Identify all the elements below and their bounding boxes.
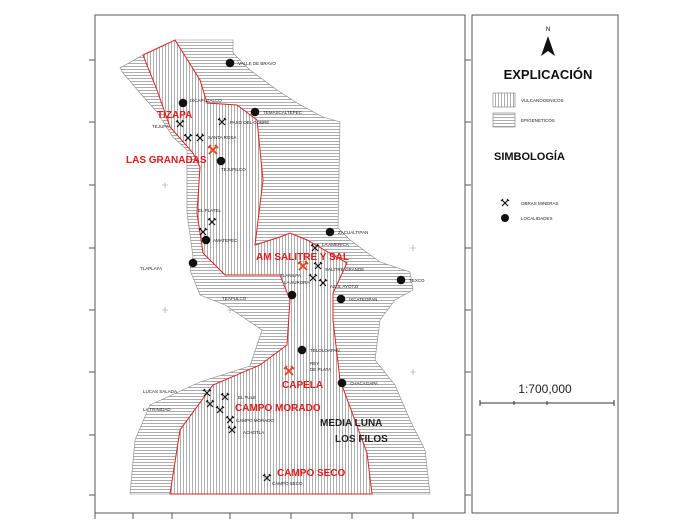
mine-label: SALITRE GRANDE [325, 267, 364, 272]
mine-label: LA TRINIDAD [143, 407, 171, 412]
grid-cross [410, 245, 416, 251]
localidades-label: LOCALIDADES [521, 216, 553, 221]
mine-label: LUCAS SALADA [143, 389, 177, 394]
symbology-title: SIMBOLOGÍA [494, 150, 565, 163]
district-label: CAMPO MORADO [235, 403, 321, 414]
locality-label: TEMASCALTEPEC [263, 110, 303, 115]
locality-marker[interactable] [178, 98, 188, 108]
mine-label: ACHOTLA [243, 430, 264, 435]
locality-marker[interactable] [297, 345, 307, 355]
district-label: CAPELA [282, 380, 323, 391]
district-label: CAMPO SECO [277, 468, 346, 479]
locality-label: TEAPULCO [222, 296, 247, 301]
mine-label: PASO DEL COBRE [230, 120, 269, 125]
locality-marker[interactable] [188, 258, 198, 268]
district-label: TIZAPA [157, 110, 192, 121]
epigeneticos-swatch [492, 112, 516, 128]
locality-marker[interactable] [325, 227, 335, 237]
mine-label: CAMPO SECO [272, 481, 303, 486]
locality-label: VALLE DE BRAVO [238, 61, 276, 66]
locality-marker[interactable] [250, 107, 260, 117]
locality-label: TEXCO [409, 278, 425, 283]
locality-marker[interactable] [396, 275, 406, 285]
locality-label: TEJUPILCO [221, 167, 246, 172]
mine-label: SANTA ROSA [208, 135, 236, 140]
mine-label: TEJUPA [152, 124, 169, 129]
scale-bar [479, 400, 615, 406]
vulcanogenicos-swatch [492, 92, 516, 108]
mine-label: DE PLATA [310, 367, 331, 372]
scale-label: 1:700,000 [518, 382, 572, 396]
locality-label: ZACUALTIPAN [338, 230, 368, 235]
district-label: AM SALITRE Y SAL [256, 252, 349, 263]
locality-marker[interactable] [216, 156, 226, 166]
vulcanogenicos-zone [142, 39, 373, 495]
vulcanogenicos-label: VULCANOGENICOS [521, 98, 564, 103]
locality-marker[interactable] [225, 58, 235, 68]
locality-label: CHACAGAPA [350, 381, 378, 386]
locality-label: IXCATEOPAN [349, 297, 377, 302]
grid-cross [410, 369, 416, 375]
locality-label: TELOLOAPAN [310, 348, 340, 353]
mine-label: CAMPO MORADO [236, 418, 275, 423]
north-arrow-icon [541, 36, 555, 56]
coordinate-ticks [89, 59, 471, 519]
locality-label: AMATEPEC [213, 238, 238, 243]
locality-symbol-icon [501, 214, 509, 222]
grid-cross [162, 307, 168, 313]
legend-panel [471, 14, 619, 514]
legend-title: EXPLICACIÓN [504, 67, 593, 82]
mine-label: EL TULE [238, 395, 256, 400]
north-label: N [546, 27, 550, 33]
locality-marker[interactable] [201, 235, 211, 245]
locality-marker[interactable] [287, 290, 297, 300]
mine-label: REY [310, 361, 319, 366]
mine-label: TLANILPA [280, 273, 301, 278]
epigeneticos-label: EPIGENETICOS [521, 118, 555, 123]
mine-label: AZUL AYOTZI [330, 284, 358, 289]
locality-marker[interactable] [336, 294, 346, 304]
district-label: LAS GRANADAS [126, 155, 207, 166]
locality-label: IXCAPUZALCO [190, 98, 222, 103]
project-label: LOS FILOS [335, 434, 388, 445]
mine-label: LA AURORA [284, 280, 310, 285]
grid-cross [162, 182, 168, 188]
locality-label: TLAPLAYA [140, 266, 162, 271]
mine-label: LA AMERICA [322, 242, 349, 247]
project-label: MEDIA LUNA [320, 418, 382, 429]
mine-label: EL PLATEL [198, 208, 222, 213]
obras-mineras-label: OBRAS MINERAS [521, 201, 559, 206]
locality-marker[interactable] [337, 378, 347, 388]
